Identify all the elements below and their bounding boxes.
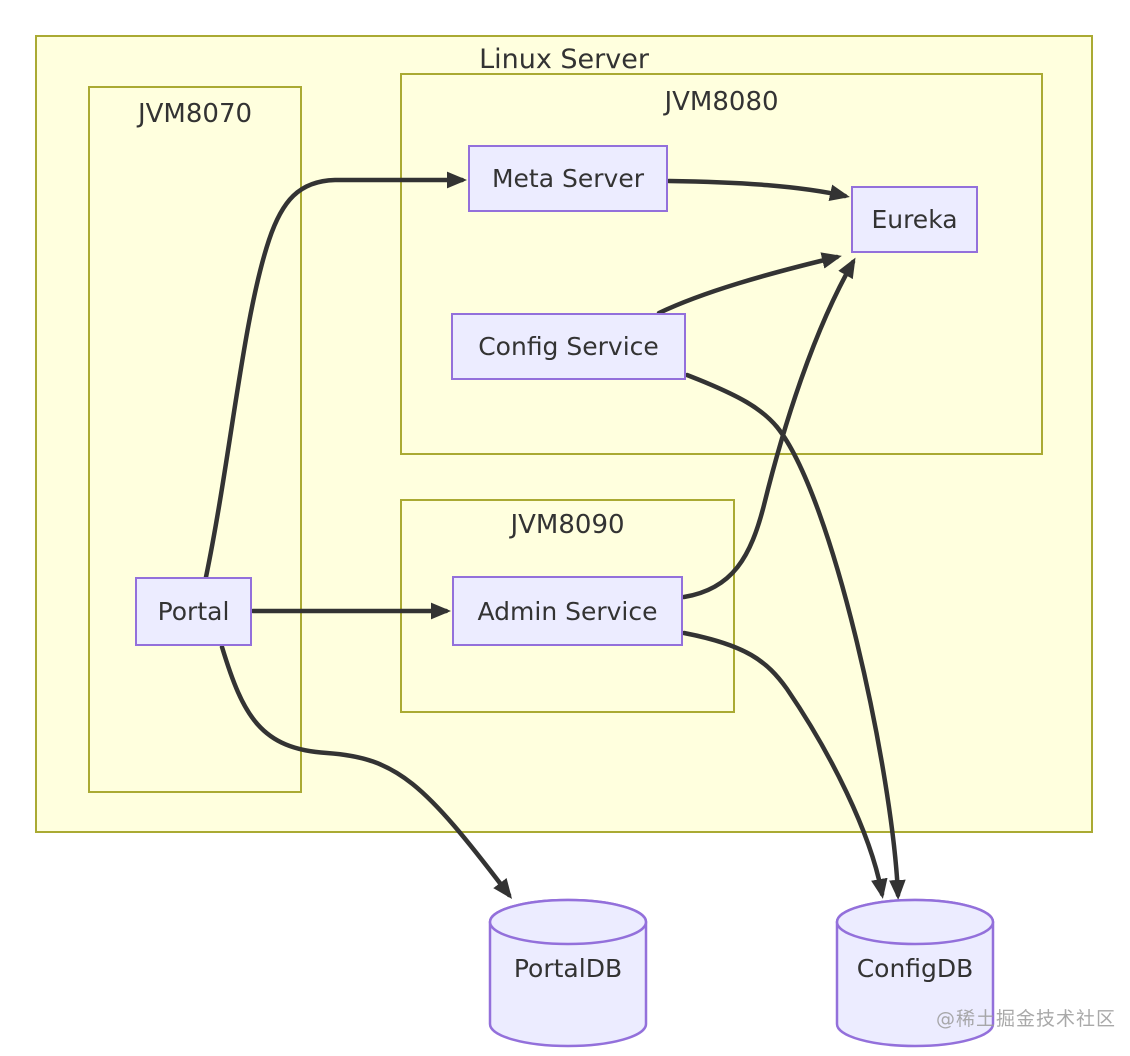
cluster-jvm8080	[400, 73, 1043, 455]
db-label-portaldb: PortalDB	[513, 953, 623, 983]
cluster-jvm8070	[88, 86, 302, 793]
cluster-label-linux-server: Linux Server	[479, 44, 649, 75]
node-admin-service: Admin Service	[452, 576, 683, 646]
node-eureka: Eureka	[851, 186, 978, 253]
node-meta-server: Meta Server	[468, 145, 668, 212]
cluster-label-jvm8080: JVM8080	[664, 87, 779, 117]
watermark: @稀土掘金技术社区	[936, 1008, 1117, 1030]
db-label-configdb: ConfigDB	[856, 953, 974, 983]
node-config-service: Config Service	[451, 313, 686, 380]
node-portal: Portal	[135, 577, 252, 646]
cluster-label-jvm8070: JVM8070	[137, 99, 253, 129]
cluster-label-jvm8090: JVM8090	[510, 510, 625, 540]
